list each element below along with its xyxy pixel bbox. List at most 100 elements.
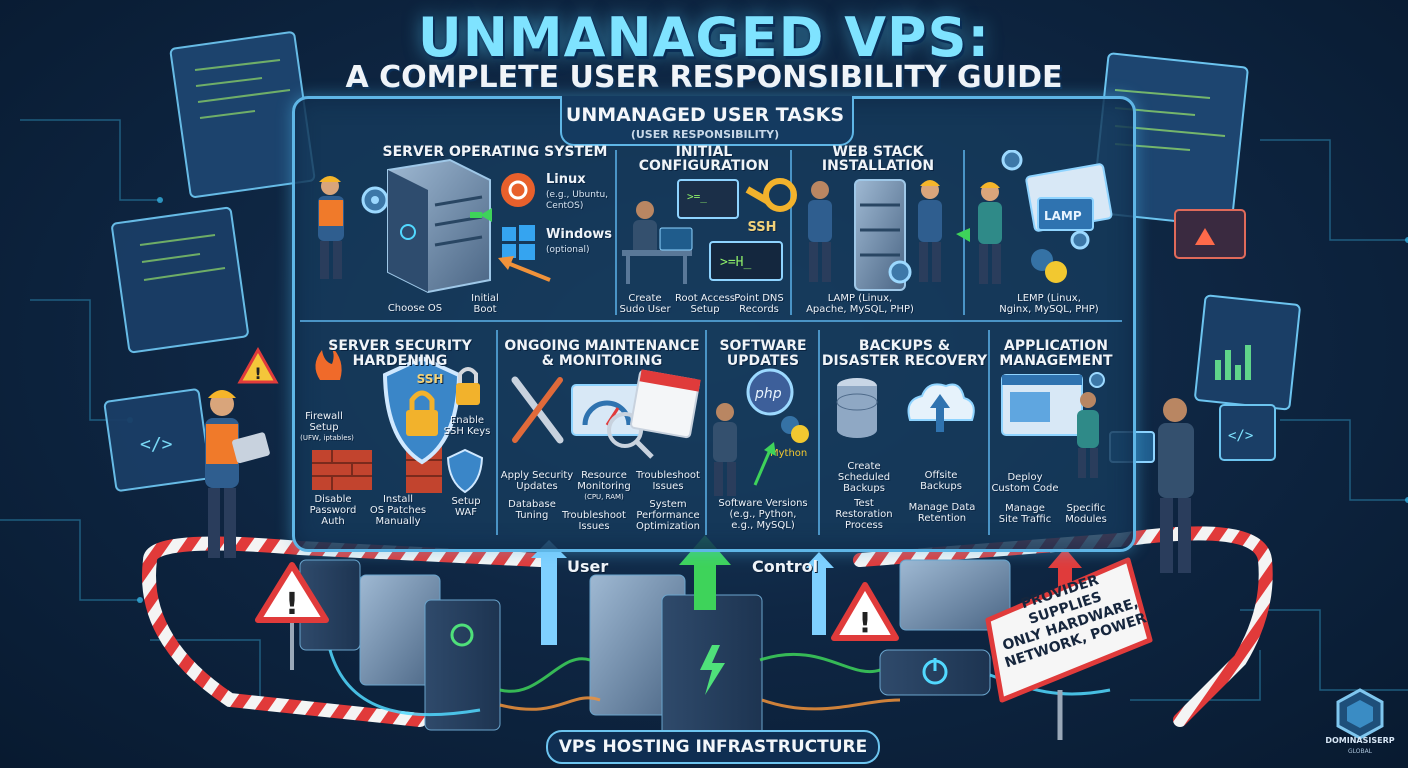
section-title-os: SERVER OPERATING SYSTEM	[382, 144, 608, 160]
infrastructure-label: VPS HOSTING INFRASTRUCTURE	[546, 730, 880, 764]
python-icon	[1031, 249, 1067, 283]
worker-icon	[622, 201, 693, 284]
column-divider	[790, 150, 792, 315]
test-restoration-label-3: Process	[845, 520, 883, 531]
key-icon	[745, 178, 797, 212]
power-icon	[922, 658, 948, 685]
section-title-maintenance-2: & MONITORING	[541, 353, 663, 369]
troubleshoot2-label-1: Troubleshoot	[562, 510, 626, 521]
initial-boot-label-1: Initial	[471, 293, 499, 304]
fire-icon	[315, 345, 342, 380]
lemp-label-2: Nginx, MySQL, PHP)	[999, 304, 1099, 315]
worker-icon	[978, 182, 1002, 284]
worker-icon	[808, 180, 942, 282]
svg-text:</>: </>	[1228, 428, 1253, 444]
ssh-label: SSH	[747, 220, 777, 235]
wrench-icon	[511, 376, 564, 444]
install-patches-label-2: OS Patches	[369, 505, 427, 516]
deploy-code-label-2: Custom Code	[991, 483, 1059, 494]
scheduled-backups-label-2: Scheduled	[837, 472, 891, 483]
server-rack-icon	[854, 179, 906, 291]
point-dns-label-2: Records	[739, 304, 779, 315]
section-title-config-1: INITIAL	[675, 144, 733, 160]
software-versions-label-2: (e.g., Python,	[729, 509, 797, 520]
troubleshoot-label-1: Troubleshoot	[636, 470, 700, 481]
section-title-backups-1: BACKUPS &	[858, 338, 951, 354]
row-divider	[300, 320, 1122, 322]
resource-monitoring-label-2: Monitoring	[577, 481, 631, 492]
php-label: php	[754, 386, 782, 402]
create-sudo-label-1: Create	[628, 293, 662, 304]
windows-detail: (optional)	[546, 245, 590, 255]
section-title-maintenance-1: ONGOING MAINTENANCE	[504, 338, 700, 354]
linux-detail: (e.g., Ubuntu,	[546, 190, 609, 200]
svg-text:!: !	[254, 364, 261, 383]
panel-header: UNMANAGED USER TASKS	[565, 104, 845, 126]
test-restoration-label-1: Test	[854, 498, 874, 509]
data-retention-label-2: Retention	[917, 513, 967, 524]
page-subtitle: A COMPLETE USER RESPONSIBILITY GUIDE	[345, 60, 1063, 95]
setup-waf-label-1: Setup	[451, 496, 481, 507]
lemp-label-1: LEMP (Linux,	[1017, 293, 1081, 304]
db-tuning-label-2: Tuning	[515, 510, 549, 521]
worker-icon	[318, 176, 344, 279]
browser-window-icon	[1025, 163, 1113, 232]
apply-updates-label-2: Updates	[516, 481, 558, 492]
performance-label-3: Optimization	[636, 521, 700, 532]
choose-os-label: Choose OS	[387, 303, 443, 314]
cloud-upload-icon	[907, 383, 975, 432]
column-divider	[705, 330, 707, 535]
section-title-security-2: HARDENING	[352, 353, 448, 369]
server-tower-icon	[387, 158, 491, 294]
gauge-icon	[571, 384, 643, 436]
install-patches-label-1: Install	[382, 494, 414, 505]
worker-icon	[1077, 392, 1099, 478]
provider-sign	[985, 557, 1153, 740]
lamp-screen-label: LAMP	[1044, 209, 1082, 223]
resource-monitoring-label-1: Resource	[581, 470, 627, 481]
section-title-backups-2: DISASTER RECOVERY	[821, 353, 988, 369]
ubuntu-icon	[501, 173, 535, 207]
scheduled-backups-label-1: Create	[847, 461, 881, 472]
python-icon	[781, 416, 809, 443]
shield-lock-icon	[446, 448, 484, 494]
enable-ssh-label-2: SSH Keys	[443, 426, 491, 437]
root-access-label-1: Root Access	[674, 293, 736, 304]
hexagon-logo-icon	[1336, 688, 1384, 740]
database-icon	[836, 378, 878, 438]
disable-password-label-1: Disable	[314, 494, 352, 505]
enable-ssh-label-1: Enable	[449, 415, 485, 426]
svg-text:</>: </>	[140, 434, 173, 455]
site-traffic-label-1: Manage	[1005, 503, 1045, 514]
browser-window-icon	[1001, 374, 1083, 436]
caution-tape	[142, 526, 1273, 727]
troubleshoot2-label-2: Issues	[578, 521, 610, 532]
software-versions-label-1: Software Versions	[718, 498, 808, 509]
disable-password-label-2: Password	[309, 505, 357, 516]
section-illustrations: >=_ >=H_ LAMP	[312, 150, 1113, 496]
modules-label-1: Specific	[1066, 503, 1106, 514]
test-restoration-label-2: Restoration	[835, 509, 893, 520]
troubleshoot-label-2: Issues	[652, 481, 684, 492]
setup-waf-label-2: WAF	[455, 507, 477, 518]
column-divider	[988, 330, 990, 535]
firewall-label-1: Firewall	[305, 411, 343, 422]
logo-sub: GLOBAL	[1347, 748, 1373, 755]
performance-label-1: System	[649, 499, 687, 510]
logo-name: DOMINASISERP	[1325, 736, 1395, 745]
firewall-label-2: Setup	[309, 422, 339, 433]
linux-label: Linux	[546, 172, 586, 187]
initial-boot-label-2: Boot	[473, 304, 497, 315]
performance-label-2: Performance	[636, 510, 700, 521]
firewall-label-3: (UFW, iptables)	[300, 434, 354, 442]
worker-icon	[205, 390, 1194, 573]
create-sudo-label-2: Sudo User	[619, 304, 671, 315]
install-patches-label-3: Manually	[375, 516, 421, 527]
scheduled-backups-label-3: Backups	[843, 483, 885, 494]
padlock-icon	[456, 367, 480, 405]
data-retention-label-1: Manage Data	[908, 502, 976, 513]
user-flow-label: User	[567, 557, 609, 576]
software-versions-label-3: e.g., MySQL)	[731, 520, 795, 531]
modules-label-2: Modules	[1065, 514, 1107, 525]
section-title-webstack-2: INSTALLATION	[821, 158, 935, 174]
